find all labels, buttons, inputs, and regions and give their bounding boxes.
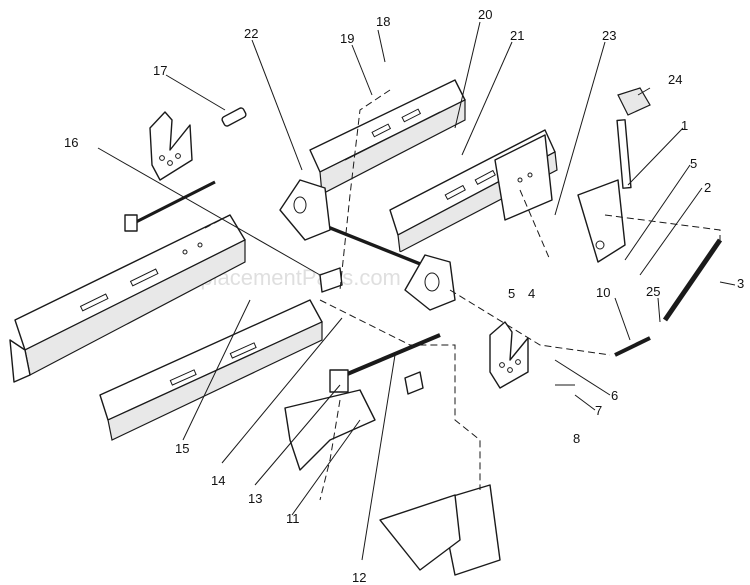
callout-11: 11 <box>286 511 300 526</box>
lift-arm <box>577 119 632 263</box>
link-rod <box>662 238 723 322</box>
clamp-13 <box>329 369 349 393</box>
axle-plate-left <box>279 179 331 241</box>
callout-3: 3 <box>737 276 744 291</box>
callout-19: 19 <box>340 31 354 46</box>
right-frame-rail <box>309 79 466 195</box>
callout-4: 4 <box>528 286 535 301</box>
callout-13: 13 <box>248 491 262 506</box>
deck-bracket <box>284 389 501 576</box>
callout-15: 15 <box>175 441 189 456</box>
left-frame-rail <box>9 214 246 383</box>
spring <box>221 107 247 127</box>
small-bracket <box>319 267 424 395</box>
front-right-rail <box>389 129 558 253</box>
rod-10 <box>614 336 651 357</box>
axle-plate-right <box>404 254 456 311</box>
callout-6: 6 <box>611 388 618 403</box>
callout-16: 16 <box>64 135 78 150</box>
alignment-lines <box>204 89 721 501</box>
lift-knob <box>617 87 651 116</box>
callout-7: 7 <box>595 403 602 418</box>
callout-20: 20 <box>478 7 492 22</box>
callout-labels: 1 2 3 4 5 5 6 7 8 10 11 12 13 14 15 16 1… <box>64 7 744 585</box>
callout-24: 24 <box>668 72 682 87</box>
height-bracket-lower <box>489 321 529 389</box>
callout-17: 17 <box>153 63 167 78</box>
callout-1: 1 <box>681 118 688 133</box>
height-bracket-upper <box>149 111 193 181</box>
tie-rod <box>344 333 441 377</box>
callout-22: 22 <box>244 26 258 41</box>
callout-10: 10 <box>596 285 610 300</box>
callout-12: 12 <box>352 570 366 585</box>
callout-18: 18 <box>376 14 390 29</box>
callout-8: 8 <box>573 431 580 446</box>
leader-lines <box>97 21 736 561</box>
callout-2: 2 <box>704 180 711 195</box>
callout-25: 25 <box>646 284 660 299</box>
callout-23: 23 <box>602 28 616 43</box>
callout-14: 14 <box>211 473 225 488</box>
lower-left-rail <box>99 299 323 441</box>
callout-5-lower: 5 <box>508 286 515 301</box>
callout-21: 21 <box>510 28 524 43</box>
rod-16 <box>124 180 216 232</box>
callout-5-upper: 5 <box>690 156 697 171</box>
